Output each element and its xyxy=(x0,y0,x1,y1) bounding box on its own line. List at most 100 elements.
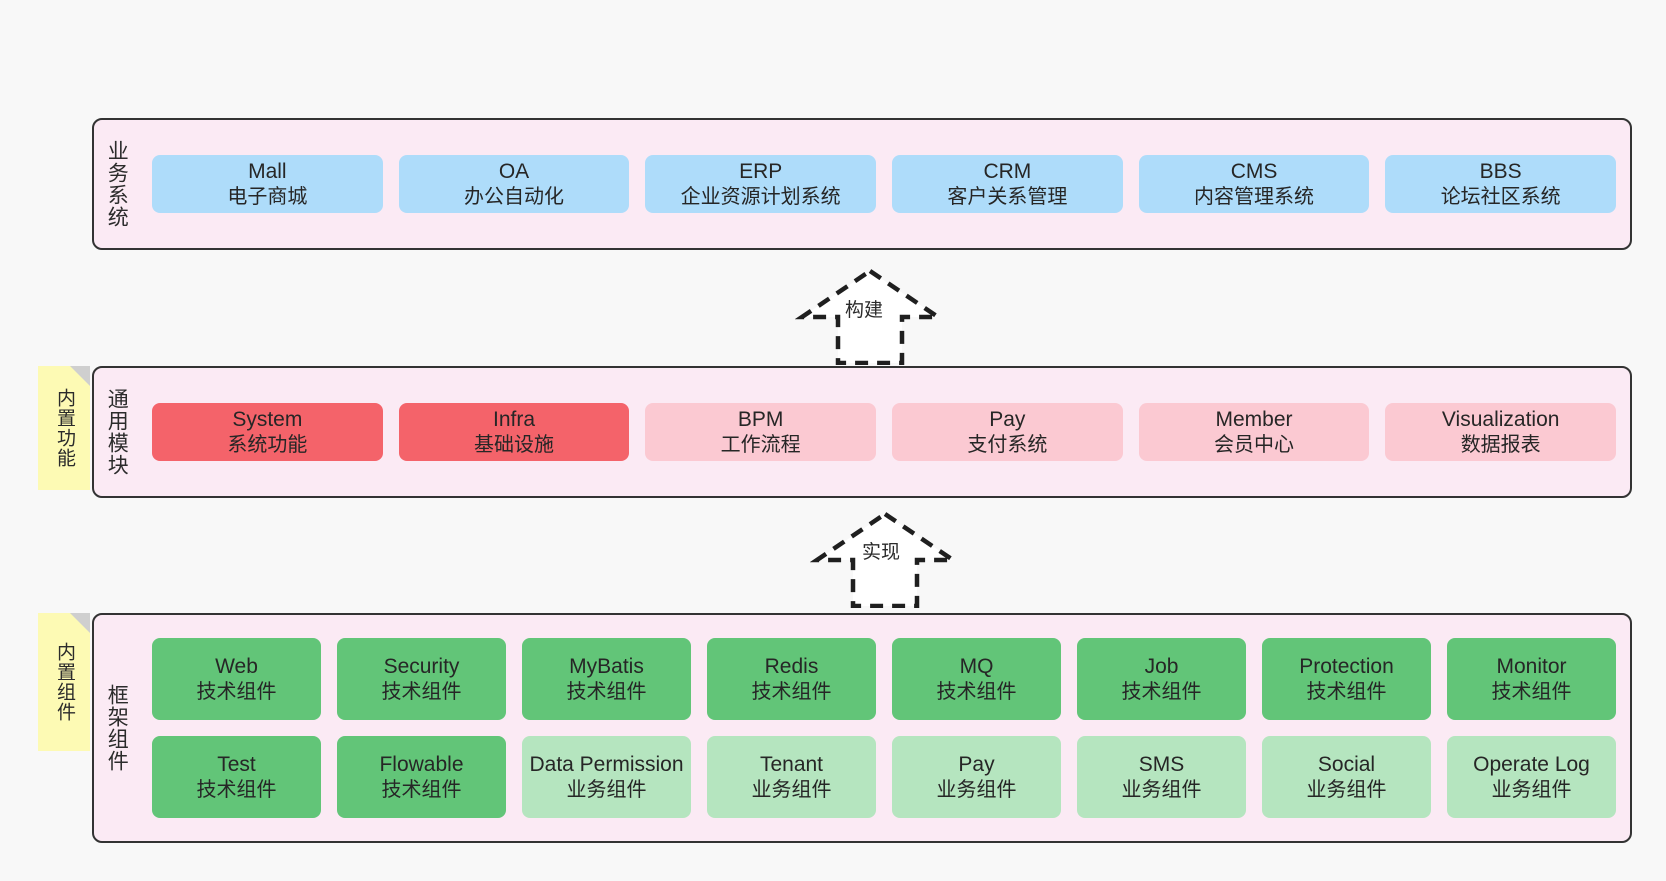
box-desc: 业务组件 xyxy=(1121,778,1202,801)
note-fold-corner xyxy=(70,613,90,633)
box-desc: 技术组件 xyxy=(566,680,647,703)
box-desc: 基础设施 xyxy=(474,433,554,456)
framework-box-tenant[interactable]: Tenant 业务组件 xyxy=(707,736,876,818)
framework-box-pay[interactable]: Pay 业务组件 xyxy=(892,736,1061,818)
module-box-bpm[interactable]: BPM 工作流程 xyxy=(645,402,877,462)
framework-box-flowable[interactable]: Flowable 技术组件 xyxy=(337,736,506,818)
box-desc: 业务组件 xyxy=(936,778,1017,801)
framework-box-data-permission[interactable]: Data Permission 业务组件 xyxy=(522,736,691,818)
box-name: Mall xyxy=(248,159,287,183)
box-name: Social xyxy=(1317,752,1376,776)
arrow-build-label: 构建 xyxy=(845,300,884,321)
box-desc: 技术组件 xyxy=(751,680,832,703)
business-box-crm[interactable]: CRM 客户关系管理 xyxy=(892,154,1123,214)
box-name: Member xyxy=(1215,407,1293,431)
framework-box-social[interactable]: Social 业务组件 xyxy=(1262,736,1431,818)
business-layer-body: Mall 电子商城 OA 办公自动化 ERP 企业资源计划系统 CRM 客户关系… xyxy=(138,120,1630,248)
box-name: BPM xyxy=(737,407,784,431)
box-name: BBS xyxy=(1479,159,1522,183)
box-desc: 企业资源计划系统 xyxy=(680,185,841,208)
box-name: Data Permission xyxy=(529,752,684,776)
module-layer-title: 通用模块 xyxy=(105,388,129,476)
note-text: 内置功能 xyxy=(54,388,76,468)
framework-box-sms[interactable]: SMS 业务组件 xyxy=(1077,736,1246,818)
box-name: System xyxy=(232,407,303,431)
box-desc: 技术组件 xyxy=(936,680,1017,703)
arrow-svg xyxy=(809,511,961,609)
framework-box-web[interactable]: Web 技术组件 xyxy=(152,638,321,720)
box-name: Test xyxy=(217,752,256,776)
box-name: MyBatis xyxy=(569,654,644,678)
box-name: Tenant xyxy=(759,752,824,776)
box-desc: 技术组件 xyxy=(1306,680,1387,703)
box-desc: 技术组件 xyxy=(196,680,277,703)
sticky-note-builtin-function: 内置功能 xyxy=(38,366,90,490)
box-desc: 客户关系管理 xyxy=(947,185,1068,208)
box-name: Pay xyxy=(958,752,995,776)
business-layer-row: Mall 电子商城 OA 办公自动化 ERP 企业资源计划系统 CRM 客户关系… xyxy=(152,154,1617,214)
framework-box-mybatis[interactable]: MyBatis 技术组件 xyxy=(522,638,691,720)
box-desc: 技术组件 xyxy=(196,778,277,801)
box-desc: 业务组件 xyxy=(751,778,832,801)
box-name: CMS xyxy=(1230,159,1278,183)
module-box-system[interactable]: System 系统功能 xyxy=(152,402,383,462)
box-name: ERP xyxy=(739,159,783,183)
note-text: 内置组件 xyxy=(54,642,76,722)
note-fold-corner xyxy=(70,366,90,386)
module-box-member[interactable]: Member 会员中心 xyxy=(1138,402,1370,462)
box-name: Job xyxy=(1144,654,1179,678)
business-box-cms[interactable]: CMS 内容管理系统 xyxy=(1138,154,1370,214)
business-layer-title: 业务系统 xyxy=(105,140,129,228)
box-name: OA xyxy=(498,159,530,183)
generalization-arrow-build xyxy=(794,265,946,366)
framework-box-mq[interactable]: MQ 技术组件 xyxy=(892,638,1061,720)
box-name: MQ xyxy=(959,654,994,678)
framework-box-test[interactable]: Test 技术组件 xyxy=(152,736,321,818)
box-name: Redis xyxy=(764,654,819,678)
business-box-mall[interactable]: Mall 电子商城 xyxy=(152,154,383,214)
box-name: SMS xyxy=(1138,752,1185,776)
framework-layer-title: 框架组件 xyxy=(105,684,129,772)
framework-layer-body: Web 技术组件 Security 技术组件 MyBatis 技术组件 Redi… xyxy=(138,615,1630,841)
module-box-infra[interactable]: Infra 基础设施 xyxy=(398,402,630,462)
box-desc: 业务组件 xyxy=(566,778,647,801)
box-desc: 电子商城 xyxy=(227,185,308,208)
box-desc: 业务组件 xyxy=(1491,778,1572,801)
business-box-erp[interactable]: ERP 企业资源计划系统 xyxy=(645,154,877,214)
box-name: CRM xyxy=(983,159,1032,183)
common-module-layer: 通用模块 System 系统功能 Infra 基础设施 BPM 工作流程 Pay… xyxy=(92,366,1632,498)
business-system-layer: 业务系统 Mall 电子商城 OA 办公自动化 ERP 企业资源计划系统 CRM… xyxy=(92,118,1632,250)
box-desc: 技术组件 xyxy=(381,778,462,801)
box-desc: 数据报表 xyxy=(1460,433,1541,456)
framework-box-job[interactable]: Job 技术组件 xyxy=(1077,638,1246,720)
box-name: Visualization xyxy=(1441,407,1560,431)
box-name: Security xyxy=(383,654,460,678)
framework-box-operate-log[interactable]: Operate Log 业务组件 xyxy=(1447,736,1616,818)
box-name: Web xyxy=(215,654,258,678)
module-layer-row: System 系统功能 Infra 基础设施 BPM 工作流程 Pay 支付系统… xyxy=(152,402,1617,462)
arrow-svg xyxy=(794,268,946,366)
framework-box-protection[interactable]: Protection 技术组件 xyxy=(1262,638,1431,720)
framework-box-monitor[interactable]: Monitor 技术组件 xyxy=(1447,638,1616,720)
framework-layer-row-1: Web 技术组件 Security 技术组件 MyBatis 技术组件 Redi… xyxy=(152,638,1616,720)
sticky-note-builtin-component: 内置组件 xyxy=(38,613,90,751)
framework-box-security[interactable]: Security 技术组件 xyxy=(337,638,506,720)
business-box-bbs[interactable]: BBS 论坛社区系统 xyxy=(1385,154,1617,214)
box-desc: 内容管理系统 xyxy=(1194,185,1315,208)
box-name: Flowable xyxy=(379,752,464,776)
box-desc: 系统功能 xyxy=(227,433,308,456)
box-desc: 技术组件 xyxy=(1121,680,1202,703)
business-box-oa[interactable]: OA 办公自动化 xyxy=(398,154,630,214)
module-layer-body: System 系统功能 Infra 基础设施 BPM 工作流程 Pay 支付系统… xyxy=(138,368,1630,496)
box-name: Operate Log xyxy=(1473,752,1590,776)
module-box-pay[interactable]: Pay 支付系统 xyxy=(892,402,1123,462)
box-name: Monitor xyxy=(1496,654,1567,678)
framework-layer-row-2: Test 技术组件 Flowable 技术组件 Data Permission … xyxy=(152,736,1616,818)
framework-box-redis[interactable]: Redis 技术组件 xyxy=(707,638,876,720)
box-desc: 论坛社区系统 xyxy=(1440,185,1561,208)
box-name: Pay xyxy=(989,407,1026,431)
module-box-visualization[interactable]: Visualization 数据报表 xyxy=(1385,402,1617,462)
framework-component-layer: 框架组件 Web 技术组件 Security 技术组件 MyBatis 技术组件… xyxy=(92,613,1632,843)
arrow-implement-label: 实现 xyxy=(862,542,901,563)
